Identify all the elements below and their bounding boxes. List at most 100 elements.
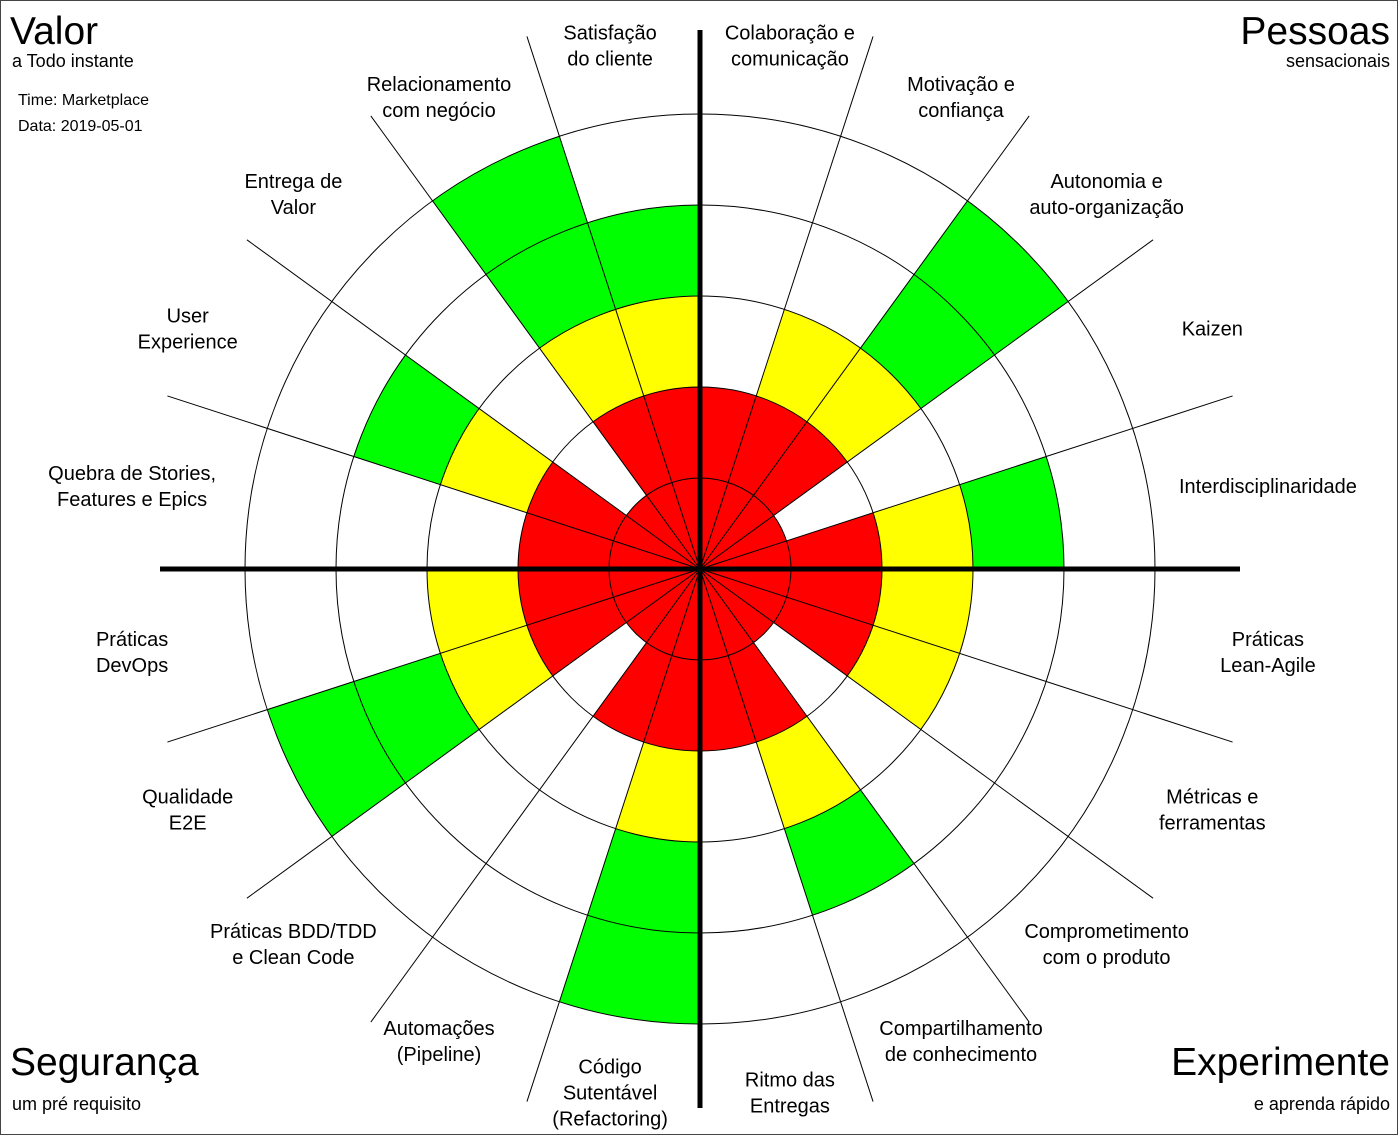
category-label-line: Motivação e — [907, 74, 1015, 96]
corner-title-valor: Valor — [10, 10, 98, 53]
category-spoke — [699, 115, 1030, 570]
category-label: Satisfação do cliente — [563, 23, 656, 71]
wedge-segment — [700, 482, 754, 569]
category-label-line: confiança — [918, 100, 1004, 122]
wedge-segment — [615, 742, 700, 842]
wedge-segment — [593, 395, 672, 496]
spoke-layer — [167, 36, 1233, 1102]
wedge-segment — [613, 515, 700, 569]
wedge-segment — [700, 569, 774, 643]
category-spoke — [246, 568, 701, 899]
category-spoke — [246, 239, 701, 570]
wedge-segment — [593, 642, 672, 743]
wedge-segment — [539, 309, 644, 422]
category-label: Entrega de Valor — [244, 171, 342, 219]
category-spoke — [699, 568, 1233, 743]
wedge-segment — [643, 387, 700, 483]
wedge-segment — [427, 569, 527, 654]
axis-layer — [160, 30, 1240, 1108]
wedge-segment — [700, 569, 787, 623]
wedge-segment — [615, 296, 700, 396]
wedge-segment — [626, 569, 700, 643]
category-label-line: Interdisciplinaridade — [1179, 476, 1357, 498]
category-spoke — [699, 239, 1154, 570]
wedge-segment — [786, 569, 882, 626]
category-label-line: Kaizen — [1182, 318, 1243, 340]
wedge-segment — [756, 716, 861, 829]
team-label: Time: Marketplace — [18, 92, 149, 109]
wedge-segment — [773, 597, 874, 676]
category-label-line: Quebra de Stories, — [48, 463, 216, 485]
category-label-line: Relacionamento — [367, 74, 512, 96]
wedge-segment — [518, 512, 614, 569]
category-spoke — [370, 568, 701, 1023]
corner-subtitle-valor: a Todo instante — [12, 51, 134, 71]
wedge-segment — [784, 789, 914, 916]
wedge-segment — [353, 355, 480, 485]
wedge-segment — [700, 387, 757, 483]
wedge-segment — [646, 569, 700, 656]
category-label-line: Compartilhamento — [879, 1018, 1042, 1040]
category-spoke — [699, 568, 874, 1102]
wedge-segment — [440, 408, 553, 513]
wedge-segment — [873, 484, 973, 569]
wedge-segment — [860, 274, 995, 409]
category-label-line: E2E — [169, 813, 207, 835]
category-spoke — [526, 36, 701, 570]
wedge-segment — [526, 462, 627, 541]
wedge-segment — [728, 642, 807, 743]
category-label-line: Entregas — [750, 1096, 830, 1118]
category-spoke — [699, 568, 1030, 1023]
category-label-line: com negócio — [382, 100, 495, 122]
category-label: Métricas e ferramentas — [1159, 787, 1266, 835]
category-label: Relacionamento com negócio — [367, 74, 512, 122]
category-label-line: Qualidade — [142, 787, 233, 809]
wedge-segment — [700, 495, 774, 569]
category-spoke — [167, 568, 701, 743]
category-label: Quebra de Stories, Features e Epics — [48, 463, 216, 511]
wedge-segment — [646, 482, 700, 569]
category-label-line: Valor — [271, 197, 317, 219]
category-label-line: ferramentas — [1159, 813, 1266, 835]
category-label-line: Experience — [138, 331, 238, 353]
category-label-line: (Refactoring) — [552, 1109, 668, 1131]
category-spoke — [699, 395, 1233, 570]
wedge-segment — [700, 515, 787, 569]
category-label-line: Entrega de — [244, 171, 342, 193]
wedge-segment — [587, 828, 700, 933]
wedge-segment — [959, 456, 1065, 569]
wedge-segment — [626, 495, 700, 569]
category-spoke — [167, 395, 701, 570]
category-label-line: Métricas e — [1166, 787, 1258, 809]
category-label-line: Comprometimento — [1024, 921, 1189, 943]
category-label-line: do cliente — [567, 49, 653, 71]
wedge-segment — [643, 655, 700, 751]
category-label-line: Práticas — [96, 629, 168, 651]
wedge-segment — [267, 681, 406, 837]
wedge-segment — [873, 569, 973, 654]
wedge-segment — [806, 348, 921, 463]
category-label: Automações(Pipeline) — [383, 1018, 494, 1066]
wedge-segment — [353, 653, 480, 783]
category-label-line: Satisfação — [563, 23, 656, 45]
wedge-segment — [700, 655, 757, 751]
wedge-segment — [700, 569, 754, 656]
wedge-segment — [786, 512, 882, 569]
category-label-line: User — [167, 305, 210, 327]
category-label-line: de conhecimento — [885, 1044, 1037, 1066]
wedge-segment — [526, 597, 627, 676]
wedge-segment — [587, 205, 700, 310]
category-label-line: Features e Epics — [57, 489, 207, 511]
corner-subtitle-experimente: e aprenda rápido — [1254, 1094, 1390, 1114]
category-label: Motivação e confiança — [907, 74, 1015, 122]
wedge-segment — [613, 569, 700, 623]
